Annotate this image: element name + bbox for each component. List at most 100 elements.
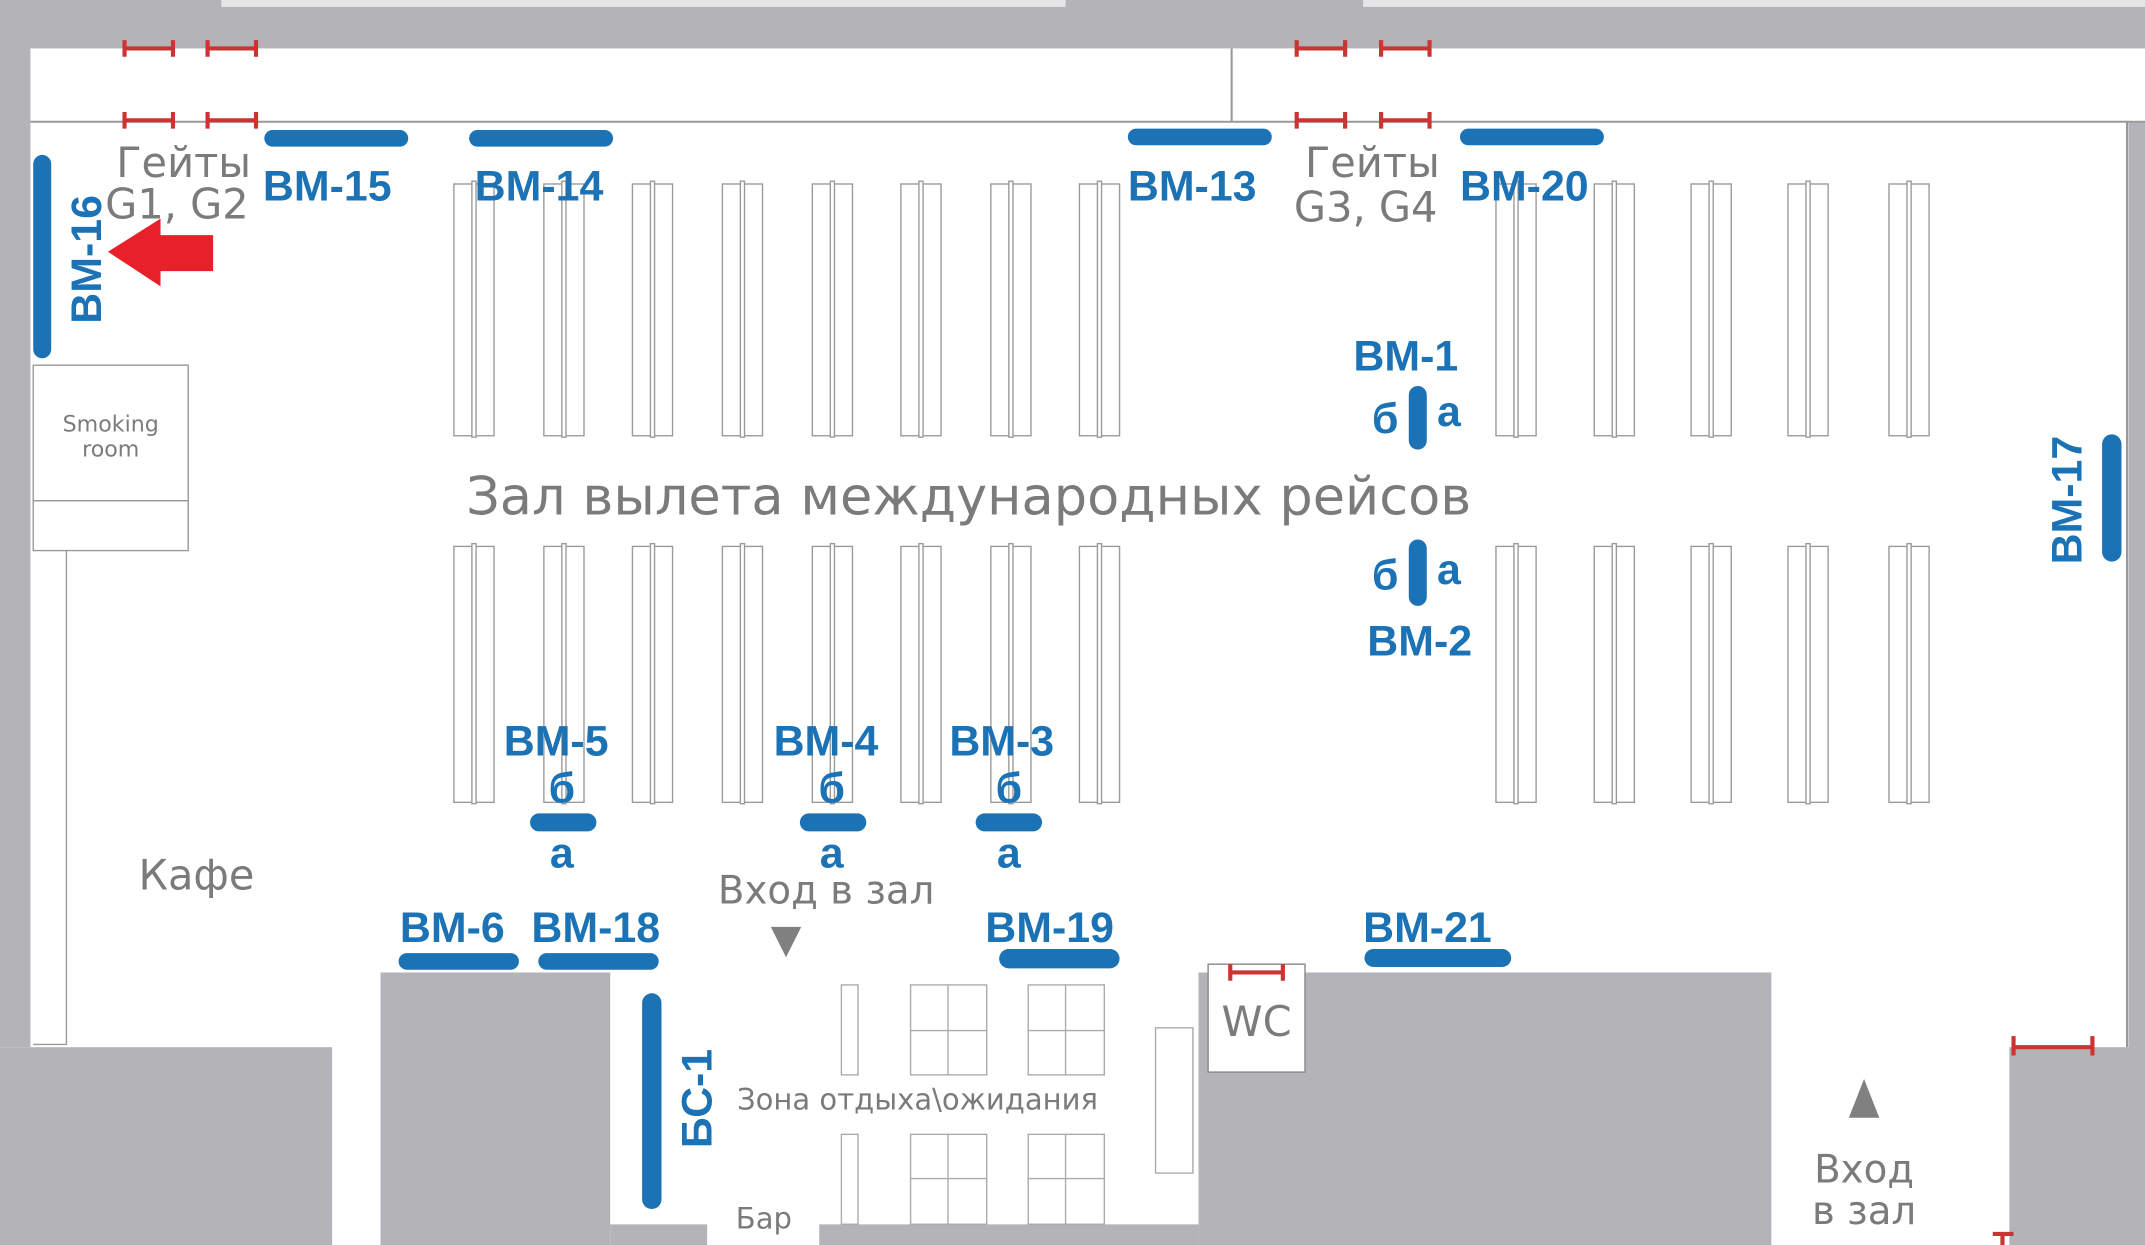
desk-label-bm19: ВМ-19 — [985, 904, 1114, 952]
side-b-label: б — [1372, 551, 1398, 599]
bench-divider — [561, 180, 567, 438]
bench-divider — [1611, 180, 1618, 438]
top-strip — [1363, 0, 2145, 7]
smoking-room-label: Smoking — [63, 412, 159, 438]
desk-bar-bm13 — [1127, 128, 1272, 146]
cafe-wall — [33, 550, 68, 1046]
side-a-label: а — [1437, 546, 1462, 594]
bench-divider — [471, 180, 477, 438]
side-a-label: а — [550, 829, 575, 877]
desk-bar-bm16 — [33, 154, 52, 359]
desk-label-bm4: ВМ-4 — [774, 717, 879, 765]
side-a-label: а — [1437, 388, 1462, 436]
left-wall — [0, 0, 31, 1048]
desk-label-bm17: ВМ-17 — [2043, 436, 2091, 565]
top-strip — [221, 0, 1066, 7]
entrance-up-arrow-icon — [1848, 1079, 1880, 1118]
desk-label-bm14: ВМ-14 — [475, 163, 604, 211]
bench-divider — [1513, 542, 1519, 805]
desk-label-bm5: ВМ-5 — [504, 717, 609, 765]
desk-label-bm3: ВМ-3 — [949, 717, 1054, 765]
desk-bar-bm15 — [264, 130, 409, 147]
bench-divider — [1096, 542, 1103, 805]
desk-bar-bm14 — [469, 130, 614, 147]
desk-bar-bm20 — [1459, 128, 1604, 146]
bench-divider — [649, 180, 656, 438]
desk-label-bm1: ВМ-1 — [1353, 333, 1458, 381]
gates-g1-g2-sublabel: G1, G2 — [105, 180, 249, 229]
desk-label-bm13: ВМ-13 — [1128, 163, 1257, 211]
entrance-label: Вход в зал — [718, 868, 935, 913]
desk-bar-bm17 — [2102, 434, 2122, 562]
desk-bar-bm18 — [538, 953, 659, 970]
side-b-label: б — [996, 764, 1022, 812]
desk-bar-bm21 — [1364, 948, 1512, 967]
wall-block — [610, 1224, 708, 1245]
bench-divider — [1611, 542, 1618, 805]
bench-divider — [471, 542, 477, 805]
entrance-right-sublabel: в зал — [1812, 1189, 1916, 1234]
desk-bar-bm6 — [398, 953, 519, 970]
bench-divider — [1906, 180, 1912, 438]
bench-divider — [1805, 542, 1811, 805]
desk-bar-bm4 — [799, 813, 867, 832]
desk-label-bm16: ВМ-16 — [63, 195, 111, 324]
desk-label-bm2: ВМ-2 — [1367, 618, 1472, 666]
bench-divider — [1805, 180, 1811, 438]
bench-divider — [739, 542, 746, 805]
wall-block — [380, 972, 611, 1245]
desk-label-bm15: ВМ-15 — [263, 163, 392, 211]
lounge-furniture — [840, 984, 1194, 1225]
hall-title: Зал вылета международных рейсов — [466, 467, 1471, 528]
wc-label: WC — [1222, 997, 1292, 1046]
cafe-label: Кафе — [139, 850, 255, 899]
desk-label-bm6: ВМ-6 — [400, 904, 505, 952]
right-wall — [2128, 121, 2145, 1049]
desk-label-bm18: ВМ-18 — [531, 904, 660, 952]
lounge-label: Зона отдыха\ожидания — [737, 1082, 1098, 1116]
bench-divider — [1906, 542, 1912, 805]
bench-divider — [829, 180, 836, 438]
wc-room — [1207, 963, 1306, 1073]
bench-divider — [561, 542, 567, 805]
wall-block — [2009, 1047, 2145, 1245]
desk-bar-bm3 — [975, 813, 1043, 832]
top-wall — [0, 0, 2145, 49]
bench-divider — [649, 542, 656, 805]
desk-bar-bm1 — [1408, 385, 1427, 450]
desk-bar-bm5 — [530, 813, 597, 832]
side-a-label: а — [820, 829, 845, 877]
bench-divider — [1008, 180, 1014, 438]
you-are-here-arrow-icon — [107, 218, 214, 287]
wall-block — [819, 1224, 1199, 1245]
bench-divider — [1708, 542, 1714, 805]
wall-block — [0, 1047, 333, 1245]
desk-bar-bs1 — [642, 993, 662, 1210]
bench-divider — [1008, 542, 1014, 805]
gates-g1-g2-label: Гейты — [116, 138, 251, 187]
bench-divider — [1708, 180, 1714, 438]
desk-label-bm21: ВМ-21 — [1363, 904, 1492, 952]
desk-label-bs1: БС-1 — [673, 1049, 721, 1148]
gate-markers — [122, 40, 2095, 1245]
gates-g3-g4-label: Гейты — [1305, 138, 1440, 187]
seating-rows — [453, 180, 1930, 805]
desk-bar-bm2 — [1408, 539, 1427, 606]
bench-divider — [918, 542, 924, 805]
smoking-room-sublabel: room — [82, 437, 139, 463]
side-b-label: б — [1372, 395, 1398, 443]
bench-divider — [739, 180, 746, 438]
side-b-label: б — [549, 764, 575, 812]
bench-divider — [1096, 180, 1103, 438]
entrance-right-label: Вход — [1814, 1148, 1914, 1193]
bench-divider — [918, 180, 924, 438]
room-box — [32, 500, 189, 552]
desk-label-bm20: ВМ-20 — [1460, 163, 1589, 211]
bench-divider — [1513, 180, 1519, 438]
gates-g3-g4-sublabel: G3, G4 — [1294, 182, 1438, 231]
bar-label: Бар — [736, 1201, 792, 1235]
side-b-label: б — [818, 764, 844, 812]
bench-divider — [829, 542, 836, 805]
side-a-label: а — [997, 829, 1022, 877]
